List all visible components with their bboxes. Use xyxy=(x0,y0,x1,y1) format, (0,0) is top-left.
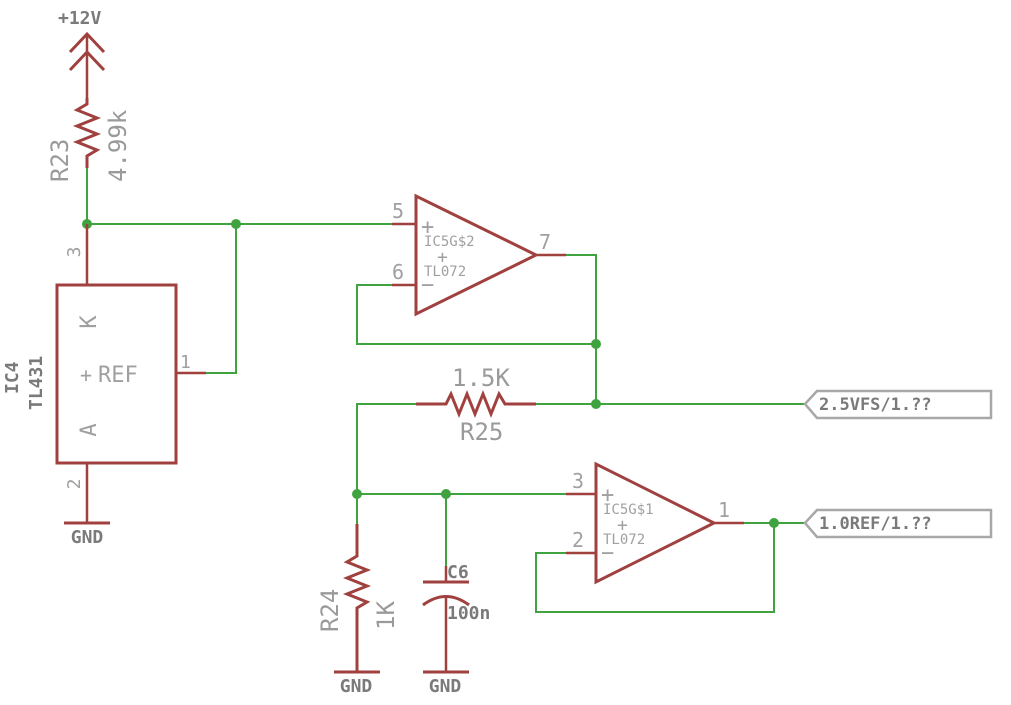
r23-value: 4.99k xyxy=(104,109,132,182)
junction-dot xyxy=(769,518,779,528)
opamp-top-pin6: 6 xyxy=(392,260,404,284)
junction-dot xyxy=(441,489,451,499)
ic4-name: IC4 xyxy=(2,361,23,394)
net-label-2v5fs: 2.5VFS/1.?? xyxy=(803,389,993,420)
ic4-tl431: 3 2 1 K A + REF IC4 TL431 xyxy=(2,224,206,523)
opamp-top-name: IC5G$2 xyxy=(424,234,475,250)
opamp-top-pin5: 5 xyxy=(392,199,404,223)
opamp-bottom-minus: − xyxy=(601,541,614,566)
opamp-ic5g1: 3 2 1 + − + IC5G$1 TL072 xyxy=(566,461,744,585)
ground-ic4: GND xyxy=(64,521,110,548)
opamp-triangle-icon xyxy=(594,461,718,585)
resistor-r23: R23 4.99k xyxy=(46,98,132,182)
resistor-r25: 1.5K R25 xyxy=(416,364,536,446)
ic4-part: TL431 xyxy=(26,356,47,410)
r24-name: R24 xyxy=(316,589,344,632)
ic4-pin-ref-number: 1 xyxy=(180,352,191,373)
r25-name: R25 xyxy=(460,418,503,446)
ground-label: GND xyxy=(340,676,373,697)
net-label-flag xyxy=(803,389,993,420)
wires xyxy=(86,167,806,613)
junction-dot xyxy=(591,399,601,409)
capacitor-c6: C6 100n GND xyxy=(422,562,490,697)
junction-dot xyxy=(352,489,362,499)
opamp-bottom-center-plus: + xyxy=(617,515,628,536)
opamp-top-plus: + xyxy=(421,215,434,240)
net-label-bottom-text: 1.0REF/1.?? xyxy=(819,514,932,534)
resistor-r24: R24 1K GND xyxy=(316,524,400,697)
opamp-ic5g2: 5 6 7 + − + IC5G$2 TL072 xyxy=(392,193,566,317)
ic4-pin-k-label: K xyxy=(77,315,102,329)
opamp-bottom-part: TL072 xyxy=(603,532,645,548)
net-label-1v0ref: 1.0REF/1.?? xyxy=(803,508,993,539)
supply-label: +12V xyxy=(58,8,102,29)
opamp-bottom-pin3: 3 xyxy=(572,469,584,493)
r24-value: 1K xyxy=(372,601,400,630)
opamp-top-part: TL072 xyxy=(424,264,466,280)
ic4-ref-plus: + xyxy=(80,363,92,387)
ic4-pin-k-number: 3 xyxy=(64,247,85,258)
resistor-icon xyxy=(342,524,372,672)
opamp-bottom-pin2: 2 xyxy=(572,528,584,552)
net-label-flag xyxy=(803,508,993,539)
opamp-bottom-name: IC5G$1 xyxy=(603,502,654,518)
ic4-pin-a-number: 2 xyxy=(64,479,85,490)
opamp-top-minus: − xyxy=(421,273,434,298)
ground-label: GND xyxy=(429,676,462,697)
supply-12v: +12V xyxy=(58,8,106,98)
resistor-icon xyxy=(72,98,102,168)
junctions xyxy=(82,219,779,528)
junction-dot xyxy=(231,219,241,229)
opamp-bottom-plus: + xyxy=(601,483,614,508)
r23-name: R23 xyxy=(46,139,74,182)
ground-label: GND xyxy=(71,527,104,548)
r25-value: 1.5K xyxy=(452,364,510,392)
c6-value: 100n xyxy=(447,603,490,624)
resistor-icon xyxy=(416,389,536,419)
c6-name: C6 xyxy=(447,562,469,583)
net-label-top-text: 2.5VFS/1.?? xyxy=(819,395,932,415)
opamp-top-pin7: 7 xyxy=(539,230,551,254)
ic4-pin-ref-label: REF xyxy=(98,363,138,388)
junction-dot xyxy=(591,339,601,349)
ic4-pin-a-label: A xyxy=(77,423,102,436)
opamp-top-center-plus: + xyxy=(437,247,448,268)
opamp-triangle-icon xyxy=(414,193,540,317)
opamp-bottom-pin1: 1 xyxy=(718,498,730,522)
